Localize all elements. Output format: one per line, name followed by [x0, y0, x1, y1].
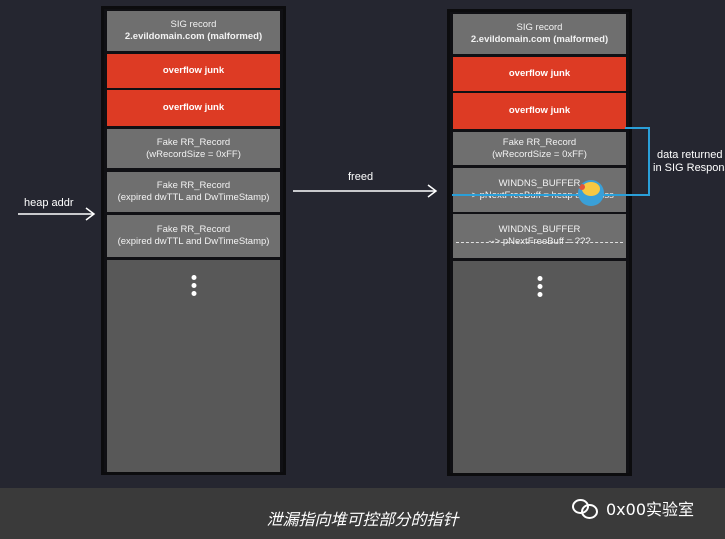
block-title: overflow junk: [508, 105, 571, 116]
block-title: overflow junk: [162, 102, 225, 113]
data-returned-bracket: [452, 127, 650, 196]
block-title: WINDNS_BUFFER: [498, 178, 581, 189]
diagram-arrows: [18, 127, 650, 221]
overflow-junk-block: overflow junk: [107, 90, 280, 126]
block-subtitle: (expired dwTTL and DwTimeStamp): [117, 236, 270, 247]
caption-text: 泄漏指向堆可控部分的指针: [266, 510, 459, 529]
dashed-divider: [456, 242, 623, 243]
block-title: WINDNS_BUFFER: [498, 224, 581, 235]
sig-record-block: SIG record 2.evildomain.com (malformed): [453, 14, 626, 54]
heap-column-before: SIG record 2.evildomain.com (malformed) …: [101, 6, 286, 475]
block-title: Fake RR_Record: [156, 224, 231, 235]
overflow-junk-block: overflow junk: [453, 57, 626, 91]
block-title: Fake RR_Record: [502, 136, 577, 148]
block-subtitle: 2.evildomain.com (malformed): [124, 31, 263, 42]
block-title: overflow junk: [162, 65, 225, 76]
block-subtitle: (wRecordSize = 0xFF): [492, 148, 587, 160]
windns-buffer-block: WINDNS_BUFFER --> pNextFreeBuff = ???: [453, 214, 626, 258]
block-title: overflow junk: [508, 68, 571, 79]
watermark: 0x00实验室: [572, 496, 694, 520]
freed-label: freed: [348, 171, 374, 183]
fake-rr-record-block: Fake RR_Record (expired dwTTL and DwTime…: [107, 172, 280, 212]
heap-addr-label: heap addr: [24, 197, 74, 209]
fake-rr-record-block: Fake RR_Record (expired dwTTL and DwTime…: [107, 215, 280, 257]
ellipsis-dots-icon: [537, 276, 542, 297]
wechat-logo-icon: [572, 497, 598, 519]
block-title: SIG record: [170, 19, 217, 30]
block-subtitle: (wRecordSize = 0xFF): [146, 148, 241, 160]
ellipsis-dots-icon: [191, 275, 196, 296]
watermark-text: 0x00实验室: [606, 500, 695, 519]
overflow-junk-block: overflow junk: [453, 93, 626, 129]
sig-response-label: in SIG Respons: [653, 162, 725, 174]
diagram-stage: SIG record 2.evildomain.com (malformed) …: [18, 6, 725, 476]
fake-rr-record-block: Fake RR_Record (wRecordSize = 0xFF): [107, 129, 280, 168]
overflow-junk-block: overflow junk: [107, 54, 280, 88]
block-subtitle: 2.evildomain.com (malformed): [470, 34, 609, 45]
caption-bar: [0, 488, 725, 539]
sig-record-block: SIG record 2.evildomain.com (malformed): [107, 11, 280, 51]
block-title: Fake RR_Record: [156, 180, 231, 191]
data-returned-label: data returned: [657, 149, 723, 161]
freed-arrow: [293, 184, 438, 198]
pointer-cursor-icon: [578, 180, 604, 206]
fake-rr-record-block: Fake RR_Record (wRecordSize = 0xFF): [453, 132, 626, 165]
block-subtitle: (expired dwTTL and DwTimeStamp): [117, 192, 270, 203]
block-title: SIG record: [516, 22, 563, 33]
block-title: Fake RR_Record: [156, 136, 231, 148]
heap-addr-arrow: [18, 207, 96, 221]
block-subtitle: --> pNextFreeBuff = ???: [488, 236, 591, 247]
